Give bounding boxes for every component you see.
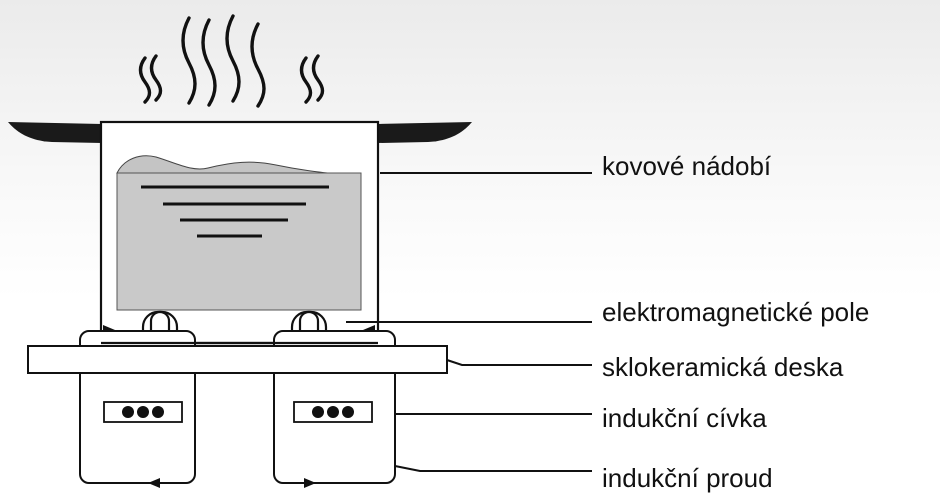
arrow-icon xyxy=(148,478,160,488)
liquid-lines xyxy=(141,185,329,238)
liquid xyxy=(116,172,362,311)
leader-lines xyxy=(346,172,592,472)
leader-plate xyxy=(446,359,592,366)
arrow-icon xyxy=(304,478,316,488)
leader-current xyxy=(394,465,592,472)
label-induction-coil: indukční cívka xyxy=(602,403,767,433)
liquid-foam xyxy=(116,155,337,175)
glass-ceramic-plate xyxy=(27,345,448,374)
coil-indicator-right xyxy=(293,401,373,423)
label-glass-ceramic-plate: sklokeramická deska xyxy=(602,352,844,382)
pot-handle-left xyxy=(8,122,102,143)
label-metal-pot: kovové nádobí xyxy=(602,151,772,181)
label-electromagnetic-field: elektromagnetické pole xyxy=(602,297,870,327)
pot-handle-right xyxy=(378,122,472,143)
label-induced-current: indukční proud xyxy=(602,463,773,493)
coil-indicator-left xyxy=(103,401,183,423)
steam-icon xyxy=(138,14,325,108)
current-arrows xyxy=(148,478,316,488)
